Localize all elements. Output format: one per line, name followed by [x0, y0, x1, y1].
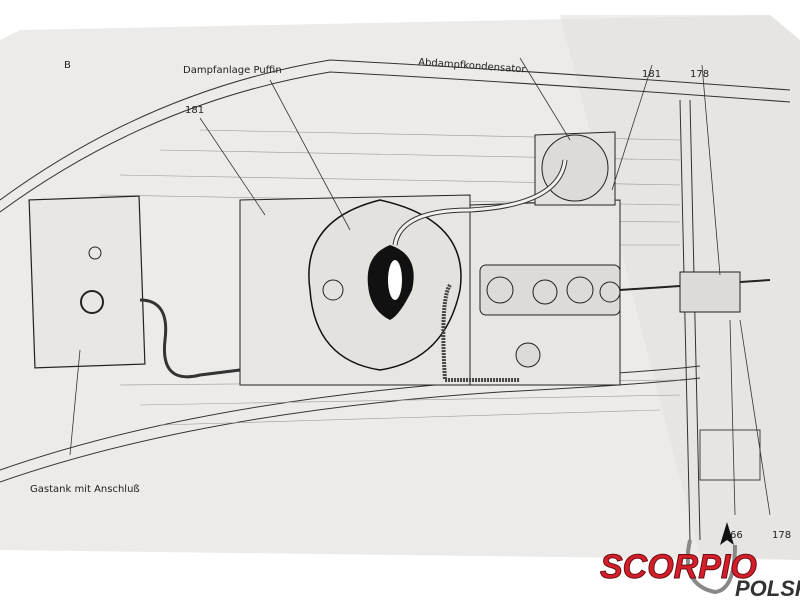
exhaust-condenser — [541, 134, 609, 202]
servo — [679, 271, 741, 313]
pressure-gauge — [322, 279, 344, 301]
chimney — [388, 260, 402, 300]
logo-arrow-icon — [720, 522, 734, 545]
label-ref-178-top: 178 — [690, 69, 709, 80]
section-letter: B — [64, 60, 71, 71]
logo-brand: SCORPIO — [600, 548, 757, 586]
leader-lines — [69, 57, 771, 516]
scorpio-logo: SCORPIO POLSKA — [600, 522, 800, 600]
gas-line — [139, 298, 241, 379]
logo-sub: POLSKA — [735, 576, 800, 600]
gas-connector — [80, 290, 104, 314]
oil-line — [441, 283, 520, 382]
logo-tail-swoosh — [685, 539, 737, 595]
hull-outline — [0, 59, 791, 541]
label-steam-plant: Dampfanlage Puffin — [183, 65, 282, 76]
servo-bay — [699, 429, 761, 481]
label-gas-tank: Gastank mit Anschluß — [30, 484, 140, 495]
label-ref-181-left: 181 — [185, 105, 204, 116]
steam-engine — [479, 264, 621, 368]
label-ref-181-right: 181 — [642, 69, 661, 80]
gas-tank — [28, 195, 146, 369]
label-ref-178-bottom: 178 — [772, 530, 791, 541]
label-ref-166: 66 — [730, 530, 743, 541]
gas-valve — [88, 246, 102, 260]
